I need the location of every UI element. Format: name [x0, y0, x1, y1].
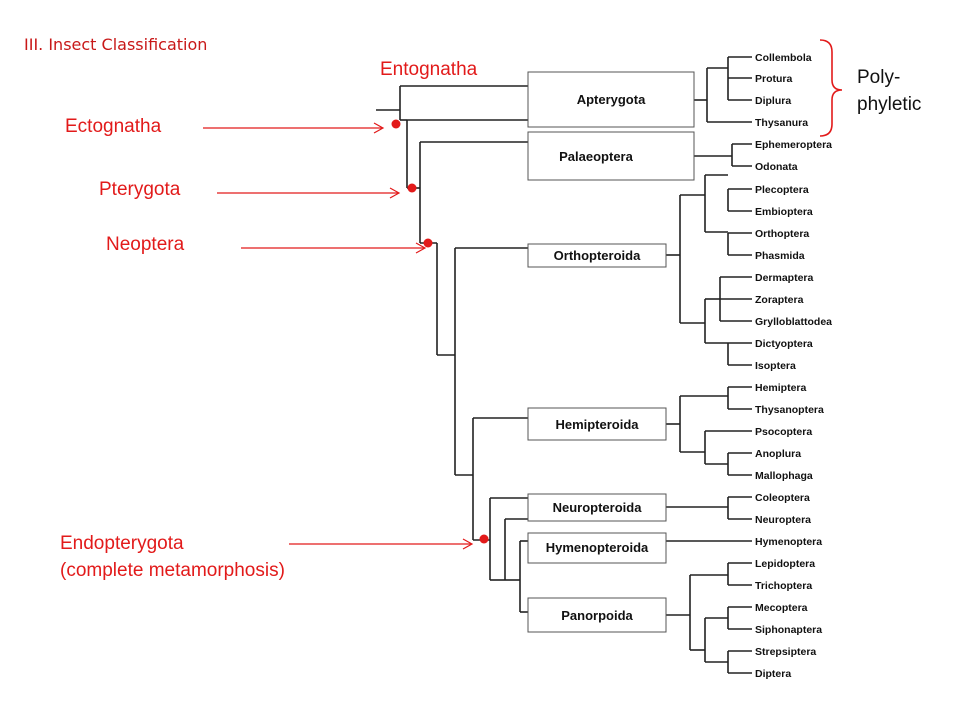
taxon-label: Siphonaptera: [755, 624, 822, 636]
polyphyletic-bracket: Poly- phyletic: [819, 39, 921, 137]
clade-label: Panorpoida: [561, 608, 633, 623]
taxon-label: Isoptera: [755, 360, 796, 372]
clade-palaeoptera: Palaeoptera: [527, 131, 695, 181]
taxon-label: Phasmida: [755, 250, 805, 262]
arrowhead-pterygota: [389, 187, 401, 199]
arrowhead-endopterygota: [462, 538, 474, 550]
node-dot-pterygota: [407, 183, 417, 193]
taxon-label: Orthoptera: [755, 228, 809, 240]
arrowhead-ectognatha: [373, 122, 385, 134]
clade-neuropteroida: Neuropteroida: [527, 493, 667, 522]
node-dot-ectognatha: [391, 119, 401, 129]
taxon-label: Protura: [755, 73, 793, 85]
clade-label: Hymenopteroida: [546, 540, 649, 555]
taxon-label: Diptera: [755, 668, 791, 680]
taxon-label: Zoraptera: [755, 294, 804, 306]
label-phyletic: phyletic: [857, 94, 921, 115]
taxon-label: Psocoptera: [755, 426, 812, 438]
taxon-label: Dictyoptera: [755, 338, 813, 350]
clade-apterygota: Apterygota: [527, 71, 695, 128]
clade-panorpoida: Panorpoida: [527, 597, 667, 633]
taxon-label: Mecoptera: [755, 602, 808, 614]
tree-lines: [376, 56, 752, 674]
annotation-ectognatha: Ectognatha: [65, 116, 401, 137]
annotation-pterygota: Pterygota: [99, 179, 417, 200]
taxon-label: Thysanura: [755, 117, 808, 129]
taxon-label: Collembola: [755, 52, 812, 64]
clade-hemipteroida: Hemipteroida: [527, 407, 667, 441]
clade-hymenopteroida: Hymenopteroida: [527, 532, 667, 564]
taxon-label: Coleoptera: [755, 492, 810, 504]
taxon-label: Hymenoptera: [755, 536, 822, 548]
label-pterygota: Pterygota: [99, 179, 181, 200]
clade-label: Orthopteroida: [554, 248, 641, 263]
taxon-labels: Collembola Protura Diplura Thysanura Eph…: [755, 52, 832, 680]
taxon-label: Hemiptera: [755, 382, 807, 394]
taxon-label: Odonata: [755, 161, 798, 173]
taxon-label: Lepidoptera: [755, 558, 815, 570]
label-complete-metamorphosis: (complete metamorphosis): [60, 560, 285, 581]
taxon-label: Trichoptera: [755, 580, 812, 592]
node-dot-neoptera: [423, 238, 433, 248]
annotation-endopterygota: Endopterygota (complete metamorphosis): [60, 533, 489, 581]
taxon-label: Mallophaga: [755, 470, 813, 482]
label-neoptera: Neoptera: [106, 234, 185, 255]
label-entognatha: Entognatha: [380, 59, 478, 80]
taxon-label: Embioptera: [755, 206, 813, 218]
clade-orthopteroida: Orthopteroida: [527, 243, 667, 268]
taxon-label: Ephemeroptera: [755, 139, 832, 151]
label-endopterygota: Endopterygota: [60, 533, 184, 554]
label-poly: Poly-: [857, 67, 900, 88]
taxon-label: Strepsiptera: [755, 646, 816, 658]
node-dot-endopterygota: [479, 534, 489, 544]
taxon-label: Diplura: [755, 95, 791, 107]
clade-label: Apterygota: [577, 92, 646, 107]
taxon-label: Thysanoptera: [755, 404, 824, 416]
clade-label: Hemipteroida: [555, 417, 639, 432]
annotation-neoptera: Neoptera: [106, 234, 433, 255]
curly-brace: [819, 39, 843, 137]
label-ectognatha: Ectognatha: [65, 116, 162, 137]
clade-label: Neuropteroida: [553, 500, 643, 515]
taxon-label: Neuroptera: [755, 514, 811, 526]
taxon-label: Anoplura: [755, 448, 801, 460]
taxon-label: Grylloblattodea: [755, 316, 832, 328]
arrowhead-neoptera: [415, 242, 427, 254]
slide-title: III. Insect Classification: [24, 35, 207, 54]
taxon-label: Plecoptera: [755, 184, 809, 196]
taxon-label: Dermaptera: [755, 272, 814, 284]
clade-label: Palaeoptera: [559, 149, 633, 164]
